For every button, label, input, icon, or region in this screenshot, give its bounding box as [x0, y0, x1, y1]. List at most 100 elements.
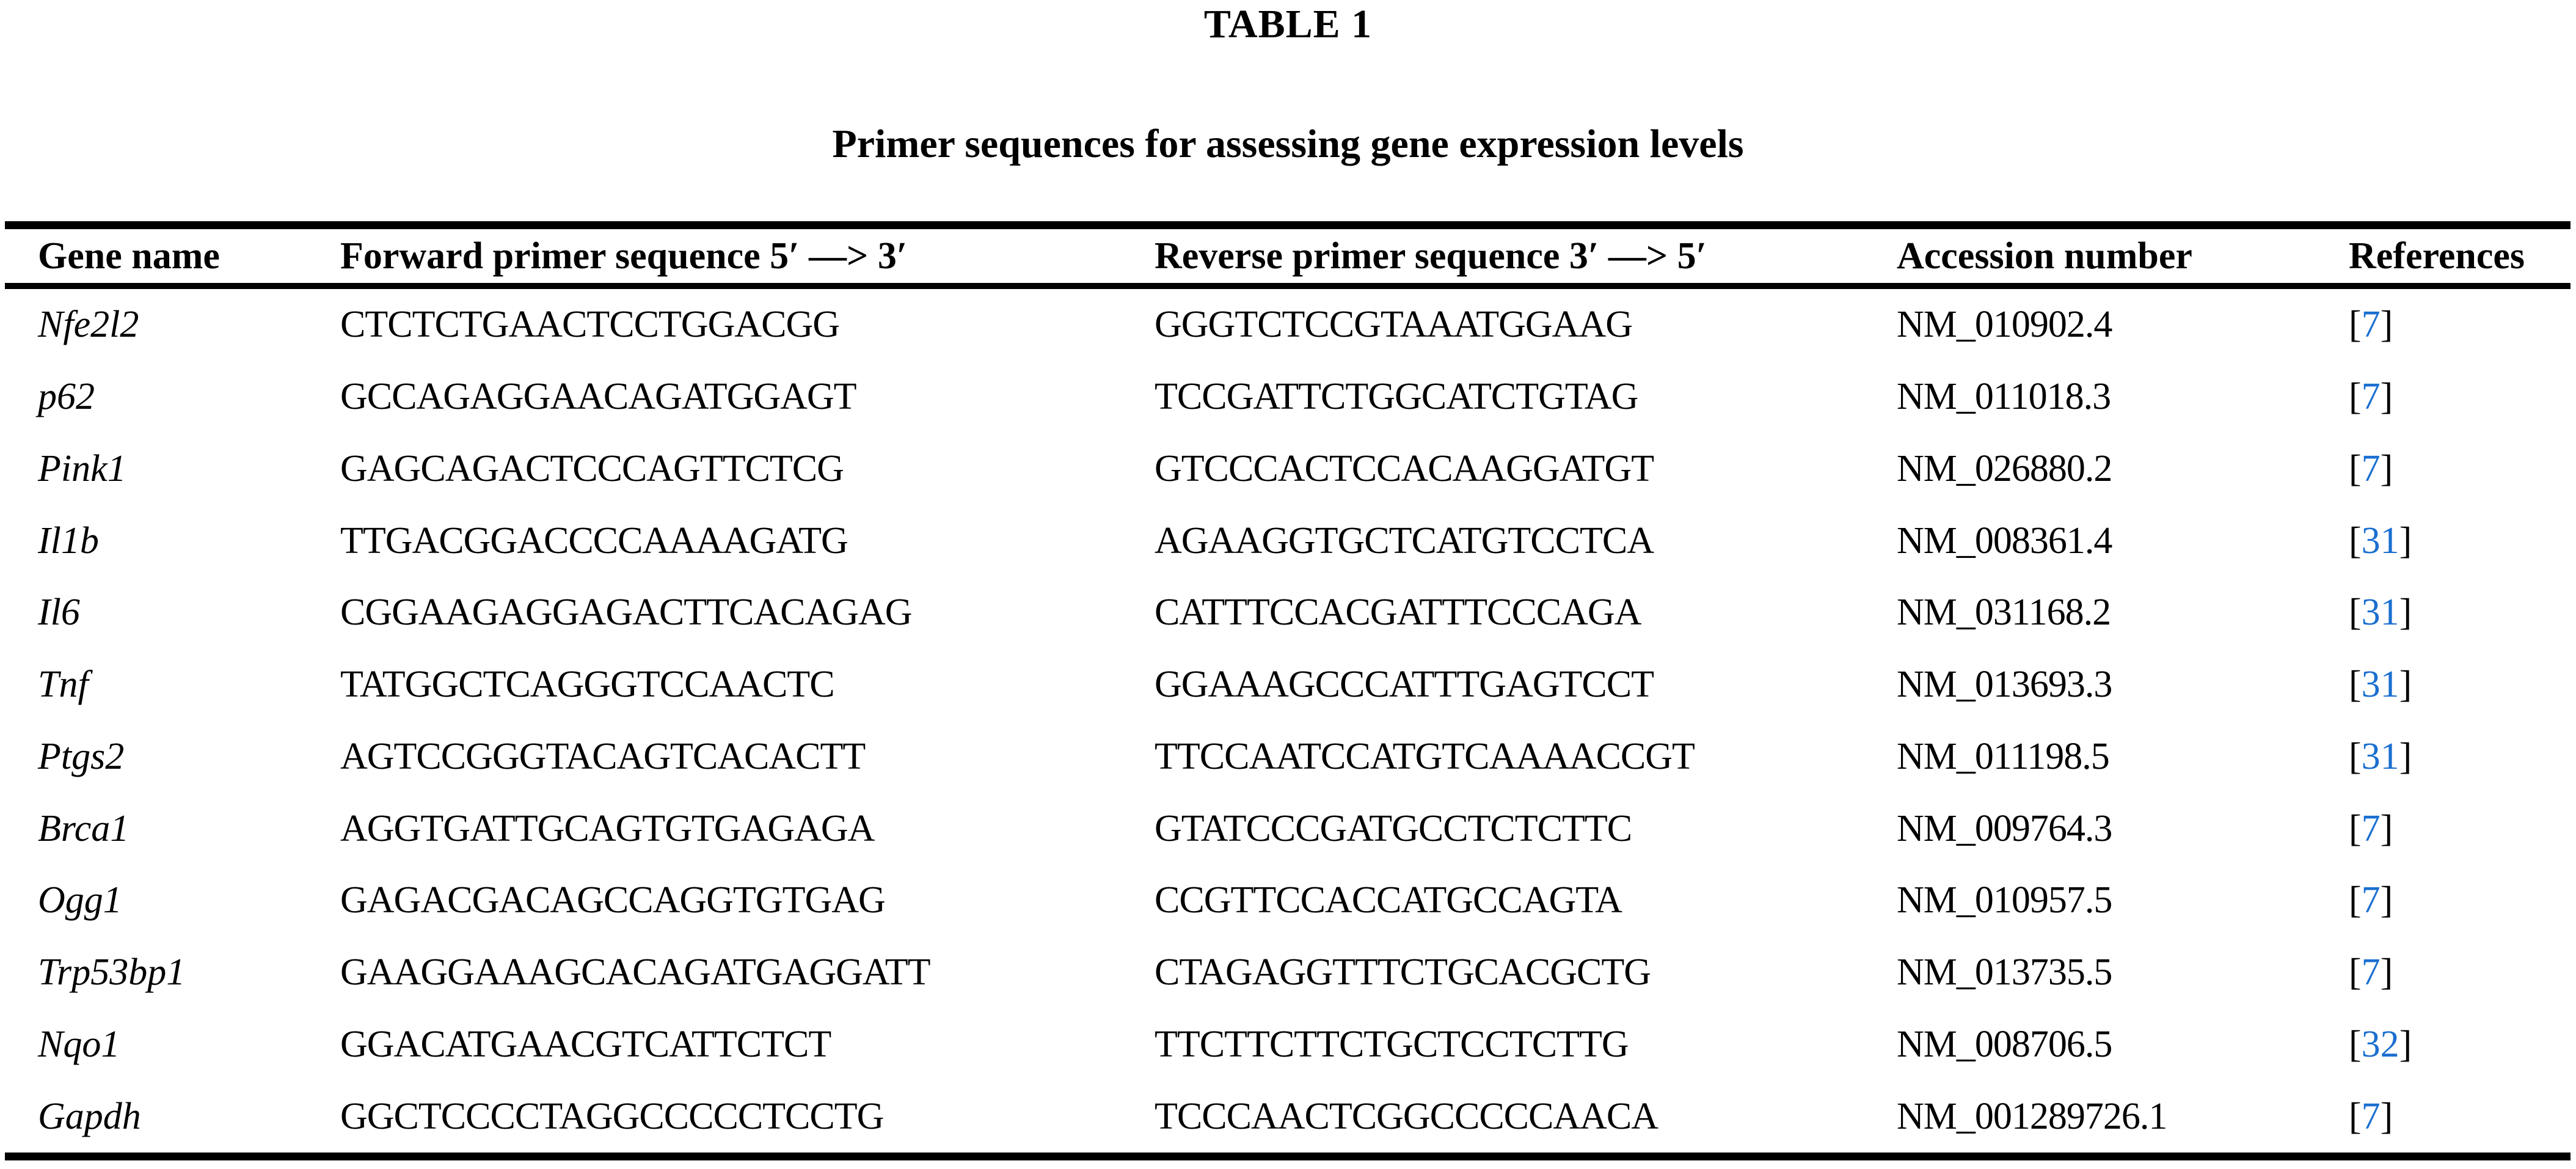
references-cell: [7] — [2349, 807, 2571, 851]
gene-name-cell: Pink1 — [38, 447, 126, 489]
table-body: Nfe2l2 CTCTCTGAACTCCTGGACGG GGGTCTCCGTAA… — [5, 289, 2571, 1153]
accession-number-cell: NM_008361.4 — [1897, 519, 2112, 562]
accession-number-cell: NM_026880.2 — [1897, 447, 2112, 489]
gene-name-cell: Ogg1 — [38, 879, 122, 922]
table-caption-title: Primer sequences for assessing gene expr… — [832, 122, 1744, 166]
reference-link[interactable]: 31 — [2361, 735, 2399, 777]
references-cell: [7] — [2349, 951, 2571, 994]
reverse-primer-cell: TTCTTCTTCTGCTCCTCTTG — [1155, 1023, 1629, 1065]
reverse-primer-cell: GTCCCACTCCACAAGGATGT — [1155, 447, 1654, 489]
table-row: Gapdh GGCTCCCCTAGGCCCCCTCCTG TCCCAACTCGG… — [5, 1080, 2571, 1153]
column-header-gene-name: Gene name — [38, 235, 220, 277]
reverse-primer-cell: TTCCAATCCATGTCAAAACCGT — [1155, 735, 1695, 777]
forward-primer-cell: AGTCCGGGTACAGTCACACTT — [340, 735, 866, 777]
reference-close-bracket: ] — [2399, 664, 2412, 706]
reference-close-bracket: ] — [2399, 519, 2412, 562]
reference-open-bracket: [ — [2349, 1095, 2362, 1137]
reverse-primer-cell: AGAAGGTGCTCATGTCCTCA — [1155, 519, 1654, 562]
reverse-primer-cell: GTATCCCGATGCCTCTCTTC — [1155, 807, 1632, 849]
table-row: Nqo1 GGACATGAACGTCATTCTCT TTCTTCTTCTGCTC… — [5, 1009, 2571, 1081]
reference-close-bracket: ] — [2399, 735, 2412, 777]
references-cell: [7] — [2349, 303, 2571, 346]
table-row: p62 GCCAGAGGAACAGATGGAGT TCCGATTCTGGCATC… — [5, 361, 2571, 433]
reference-close-bracket: ] — [2380, 447, 2393, 489]
table-row: Pink1 GAGCAGACTCCCAGTTCTCG GTCCCACTCCACA… — [5, 433, 2571, 505]
forward-primer-cell: GAGACGACAGCCAGGTGTGAG — [340, 879, 886, 922]
reference-open-bracket: [ — [2349, 304, 2362, 346]
gene-name-cell: Il6 — [38, 592, 80, 634]
reverse-primer-cell: TCCCAACTCGGCCCCCAACA — [1155, 1095, 1658, 1137]
reverse-primer-cell: CATTTCCACGATTTCCCAGA — [1155, 592, 1641, 634]
table-header-row: Gene name Forward primer sequence 5′ —> … — [5, 229, 2571, 289]
reference-close-bracket: ] — [2399, 1023, 2412, 1065]
references-cell: [31] — [2349, 519, 2571, 563]
references-cell: [31] — [2349, 663, 2571, 706]
table-row: Ogg1 GAGACGACAGCCAGGTGTGAG CCGTTCCACCATG… — [5, 865, 2571, 937]
forward-primer-cell: GGCTCCCCTAGGCCCCCTCCTG — [340, 1095, 884, 1137]
table-row: Ptgs2 AGTCCGGGTACAGTCACACTT TTCCAATCCATG… — [5, 721, 2571, 793]
reference-link[interactable]: 7 — [2361, 951, 2381, 994]
forward-primer-cell: CTCTCTGAACTCCTGGACGG — [340, 304, 840, 346]
reference-open-bracket: [ — [2349, 951, 2362, 994]
reference-open-bracket: [ — [2349, 376, 2362, 418]
forward-primer-cell: TATGGCTCAGGGTCCAACTC — [340, 664, 835, 706]
primer-table: Gene name Forward primer sequence 5′ —> … — [5, 221, 2571, 1160]
gene-name-cell: p62 — [38, 376, 95, 418]
reference-close-bracket: ] — [2380, 376, 2393, 418]
table-row: Il1b TTGACGGACCCCAAAAGATG AGAAGGTGCTCATG… — [5, 505, 2571, 577]
accession-number-cell: NM_011018.3 — [1897, 376, 2111, 418]
accession-number-cell: NM_013735.5 — [1897, 951, 2112, 994]
table-row: Il6 CGGAAGAGGAGACTTCACAGAG CATTTCCACGATT… — [5, 577, 2571, 649]
accession-number-cell: NM_010957.5 — [1897, 879, 2112, 922]
reference-close-bracket: ] — [2380, 1095, 2393, 1137]
gene-name-cell: Nqo1 — [38, 1023, 120, 1065]
forward-primer-cell: GAAGGAAAGCACAGATGAGGATT — [340, 951, 931, 994]
table-caption-label: TABLE 1 — [1203, 2, 1373, 46]
column-header-reverse-primer: Reverse primer sequence 3′ —> 5′ — [1155, 235, 1707, 277]
gene-name-cell: Tnf — [38, 664, 89, 706]
reference-link[interactable]: 32 — [2361, 1023, 2399, 1065]
references-cell: [7] — [2349, 375, 2571, 419]
reference-link[interactable]: 31 — [2361, 664, 2399, 706]
table-row: Nfe2l2 CTCTCTGAACTCCTGGACGG GGGTCTCCGTAA… — [5, 289, 2571, 361]
forward-primer-cell: TTGACGGACCCCAAAAGATG — [340, 519, 848, 562]
table-row: Brca1 AGGTGATTGCAGTGTGAGAGA GTATCCCGATGC… — [5, 793, 2571, 865]
references-cell: [31] — [2349, 735, 2571, 779]
reference-open-bracket: [ — [2349, 807, 2362, 849]
reverse-primer-cell: CCGTTCCACCATGCCAGTA — [1155, 879, 1622, 922]
column-header-accession: Accession number — [1897, 235, 2192, 277]
gene-name-cell: Nfe2l2 — [38, 304, 139, 346]
gene-name-cell: Brca1 — [38, 807, 130, 849]
reverse-primer-cell: TCCGATTCTGGCATCTGTAG — [1155, 376, 1638, 418]
accession-number-cell: NM_010902.4 — [1897, 304, 2112, 346]
reference-link[interactable]: 7 — [2361, 447, 2381, 489]
references-cell: [7] — [2349, 447, 2571, 491]
reference-open-bracket: [ — [2349, 519, 2362, 562]
reference-link[interactable]: 31 — [2361, 519, 2399, 562]
accession-number-cell: NM_013693.3 — [1897, 664, 2112, 706]
reference-link[interactable]: 7 — [2361, 1095, 2381, 1137]
reverse-primer-cell: GGAAAGCCCATTTGAGTCCT — [1155, 664, 1654, 706]
reference-open-bracket: [ — [2349, 447, 2362, 489]
reference-link[interactable]: 7 — [2361, 807, 2381, 849]
accession-number-cell: NM_008706.5 — [1897, 1023, 2112, 1065]
reference-open-bracket: [ — [2349, 735, 2362, 777]
reference-link[interactable]: 31 — [2361, 592, 2399, 634]
reverse-primer-cell: GGGTCTCCGTAAATGGAAG — [1155, 304, 1633, 346]
reference-open-bracket: [ — [2349, 592, 2362, 634]
reference-link[interactable]: 7 — [2361, 376, 2381, 418]
reverse-primer-cell: CTAGAGGTTTCTGCACGCTG — [1155, 951, 1651, 994]
reference-link[interactable]: 7 — [2361, 304, 2381, 346]
table-row: Tnf TATGGCTCAGGGTCCAACTC GGAAAGCCCATTTGA… — [5, 649, 2571, 721]
forward-primer-cell: GAGCAGACTCCCAGTTCTCG — [340, 447, 844, 489]
references-cell: [7] — [2349, 1095, 2571, 1138]
reference-close-bracket: ] — [2380, 951, 2393, 994]
forward-primer-cell: GCCAGAGGAACAGATGGAGT — [340, 376, 857, 418]
accession-number-cell: NM_001289726.1 — [1897, 1095, 2167, 1137]
accession-number-cell: NM_031168.2 — [1897, 592, 2111, 634]
reference-link[interactable]: 7 — [2361, 879, 2381, 922]
forward-primer-cell: CGGAAGAGGAGACTTCACAGAG — [340, 592, 913, 634]
reference-open-bracket: [ — [2349, 664, 2362, 706]
gene-name-cell: Il1b — [38, 519, 99, 562]
column-header-forward-primer: Forward primer sequence 5′ —> 3′ — [340, 235, 908, 277]
